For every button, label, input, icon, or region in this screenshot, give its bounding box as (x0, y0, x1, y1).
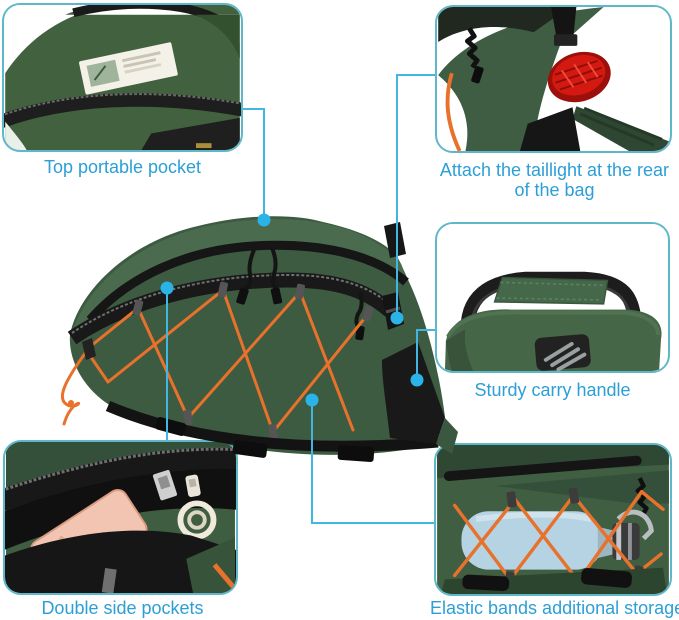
taillight-photo (438, 7, 669, 151)
elastic-bands-photo (437, 445, 669, 594)
trunk-bag-illustration (60, 216, 458, 463)
callout-top-pocket (2, 3, 243, 152)
feature-label-elastic-bands: Elastic bands additional storage (430, 598, 679, 618)
feature-label-taillight-line2: of the bag (514, 180, 595, 200)
feature-label-carry-handle: Sturdy carry handle (474, 380, 631, 400)
feature-label-taillight-line1: Attach the taillight at the rear (439, 160, 670, 180)
top-pocket-photo (4, 5, 241, 150)
callout-carry-handle (435, 222, 670, 373)
side-pockets-photo (5, 442, 236, 593)
callout-side-pockets (3, 440, 238, 595)
feature-label-top-pocket: Top portable pocket (43, 157, 202, 177)
callout-taillight (435, 5, 672, 153)
feature-label-taillight: Attach the taillight at the rear of the … (430, 160, 679, 200)
callout-elastic-bands (434, 443, 672, 596)
feature-label-side-pockets: Double side pockets (41, 598, 204, 618)
carry-handle-photo (438, 224, 667, 371)
